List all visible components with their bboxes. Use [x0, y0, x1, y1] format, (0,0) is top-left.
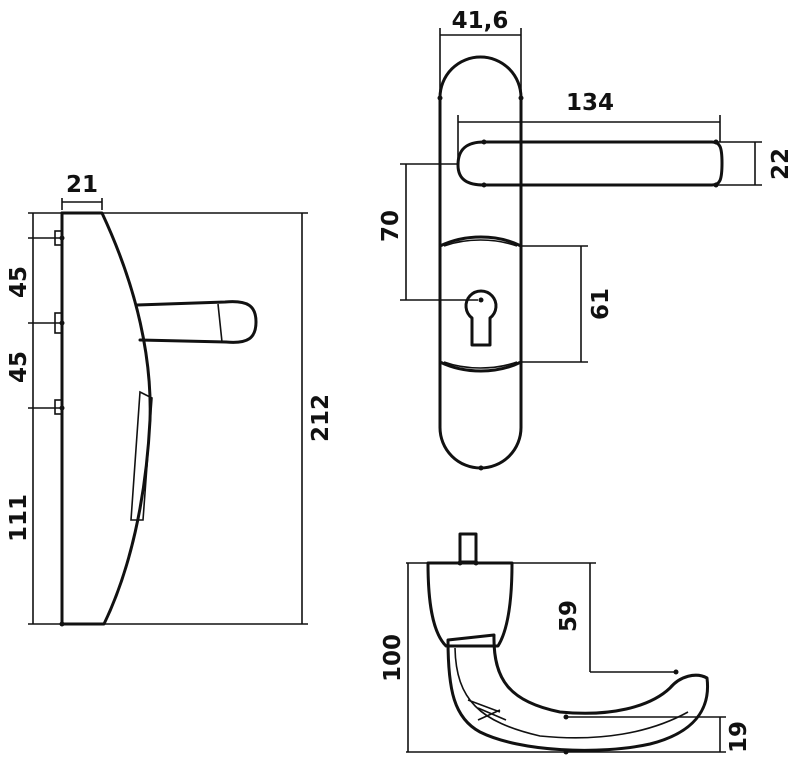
front-handle — [456, 140, 724, 187]
side-view: 21 45 45 111 212 — [6, 172, 334, 627]
spindle — [458, 532, 478, 564]
dim-45-upper: 45 — [6, 266, 32, 298]
dim-61: 61 — [588, 288, 614, 320]
front-view: 41,6 134 22 70 61 — [378, 8, 794, 471]
dim-19: 19 — [726, 721, 752, 753]
side-plate-slot — [130, 390, 153, 521]
dim-22: 22 — [768, 148, 794, 180]
dim-111: 111 — [6, 494, 32, 542]
front-escutcheon — [438, 235, 523, 373]
front-backplate — [438, 55, 523, 470]
side-plate-profile — [60, 211, 152, 626]
top-view: 100 59 19 — [380, 532, 752, 755]
dim-70: 70 — [378, 210, 404, 242]
dim-45-lower: 45 — [6, 351, 32, 383]
dim-41-6: 41,6 — [452, 8, 509, 34]
keyhole-icon — [464, 289, 498, 347]
dim-21: 21 — [66, 172, 98, 198]
side-handle — [135, 300, 258, 344]
dim-134: 134 — [566, 90, 614, 116]
lever — [446, 633, 710, 752]
dim-212: 212 — [308, 394, 334, 442]
rose — [426, 561, 514, 648]
dim-59: 59 — [556, 600, 582, 632]
dim-100: 100 — [380, 634, 406, 682]
